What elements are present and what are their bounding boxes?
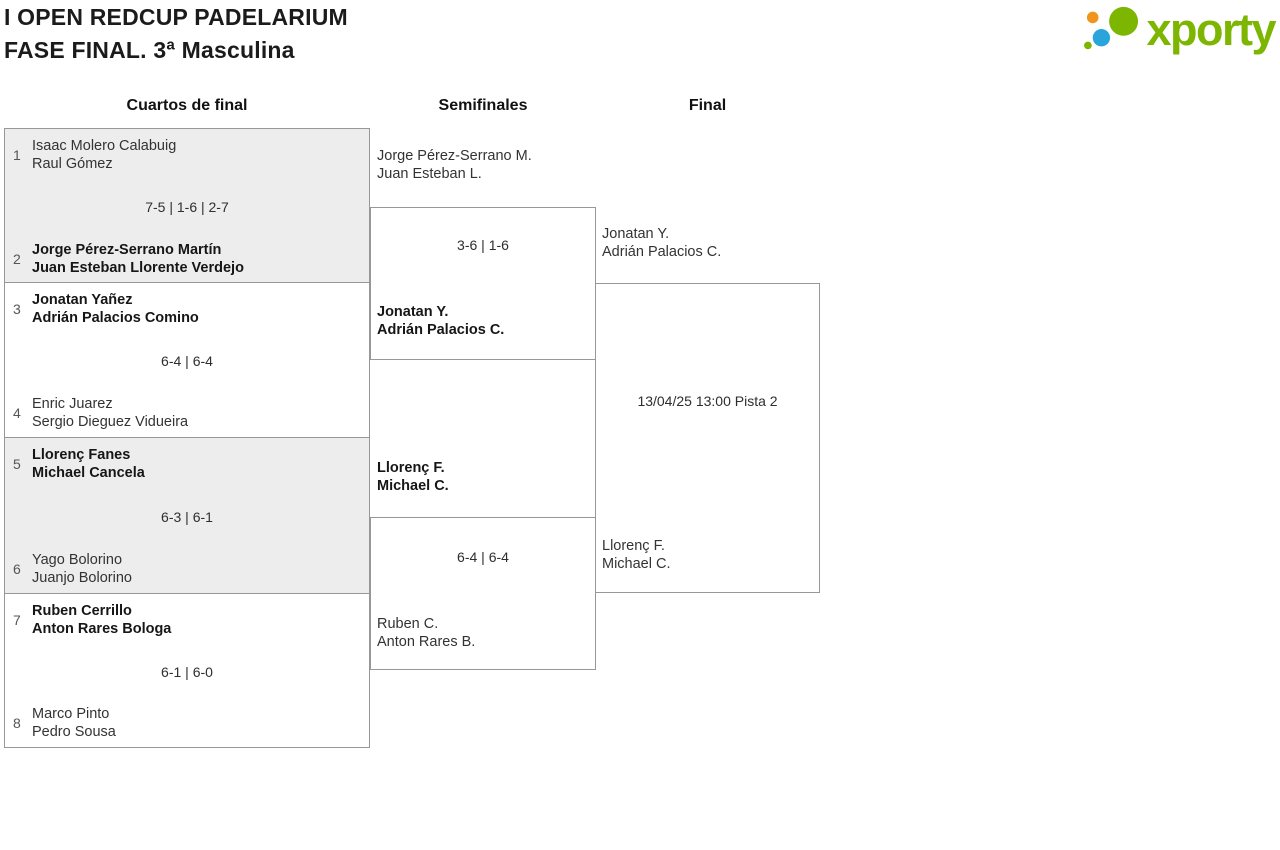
player-name: Jorge Pérez-Serrano M. xyxy=(377,148,532,164)
player-name: Jonatan Y. xyxy=(377,304,449,320)
round-header-quarterfinals: Cuartos de final xyxy=(126,97,248,114)
player-name: Sergio Dieguez Vidueira xyxy=(32,414,189,430)
final-match-info: 13/04/25 13:00 Pista 2 xyxy=(637,393,778,409)
logo-dot-green-large xyxy=(1109,6,1139,36)
player-name: Juanjo Bolorino xyxy=(32,570,132,586)
quarterfinal-match-4: 7 Ruben Cerrillo Anton Rares Bologa 6-1 … xyxy=(4,593,370,748)
player-name: Adrián Palacios C. xyxy=(602,244,722,260)
seed-number: 7 xyxy=(13,612,21,628)
player-name: Adrián Palacios C. xyxy=(377,322,505,338)
quarterfinal-match-2: 3 Jonatan Yañez Adrián Palacios Comino 6… xyxy=(4,282,370,438)
seed-number: 6 xyxy=(13,561,21,577)
player-name: Llorenç F. xyxy=(377,460,445,476)
player-name: Yago Bolorino xyxy=(32,552,123,568)
player-name: Jorge Pérez-Serrano Martín xyxy=(32,242,222,258)
player-name: Llorenç Fanes xyxy=(32,447,131,463)
match-score: 6-4 | 6-4 xyxy=(457,549,509,565)
match-score: 6-3 | 6-1 xyxy=(161,508,213,525)
team-entry: Jonatan Y. Adrián Palacios C. xyxy=(602,225,721,261)
player-name: Ruben Cerrillo xyxy=(32,603,132,619)
round-header-semifinals: Semifinales xyxy=(438,97,528,114)
team-entry: Llorenç F. Michael C. xyxy=(602,537,671,573)
xporty-wordmark: xporty xyxy=(1146,4,1276,55)
round-header-final: Final xyxy=(688,97,727,114)
player-name: Ruben C. xyxy=(377,616,439,632)
team-entry: Llorenç F. Michael C. xyxy=(377,459,449,495)
logo-dot-green-small xyxy=(1084,41,1093,50)
match-score: 6-4 | 6-4 xyxy=(161,353,213,369)
player-name: Juan Esteban Llorente Verdejo xyxy=(32,260,244,276)
seed-number: 4 xyxy=(13,405,21,421)
seed-number: 1 xyxy=(13,147,21,163)
player-name: Marco Pinto xyxy=(32,706,110,722)
match-score: 6-1 | 6-0 xyxy=(161,663,213,680)
page-title: I OPEN REDCUP PADELARIUM FASE FINAL. 3ª … xyxy=(4,1,348,67)
team-entry: 8 Marco Pinto Pedro Sousa xyxy=(5,705,369,741)
seed-number: 8 xyxy=(13,715,21,731)
match-score: 3-6 | 1-6 xyxy=(457,237,509,253)
team-entry: 6 Yago Bolorino Juanjo Bolorino xyxy=(5,551,369,587)
logo-dot-orange xyxy=(1087,11,1099,24)
team-entry: 2 Jorge Pérez-Serrano Martín Juan Esteba… xyxy=(5,241,369,277)
player-name: Pedro Sousa xyxy=(32,724,116,740)
xporty-logo-icon xyxy=(1084,6,1139,50)
final-match-box xyxy=(595,283,820,593)
player-name: Isaac Molero Calabuig xyxy=(32,138,177,154)
team-entry: Ruben C. Anton Rares B. xyxy=(377,615,475,651)
player-name: Michael Cancela xyxy=(32,465,145,481)
team-entry: 3 Jonatan Yañez Adrián Palacios Comino xyxy=(5,291,369,327)
player-name: Michael C. xyxy=(377,478,449,494)
player-name: Enric Juarez xyxy=(32,396,113,412)
player-name: Anton Rares Bologa xyxy=(32,621,172,637)
team-entry: 4 Enric Juarez Sergio Dieguez Vidueira xyxy=(5,395,369,431)
tournament-name: I OPEN REDCUP PADELARIUM xyxy=(4,4,348,30)
player-name: Raul Gómez xyxy=(32,156,113,172)
team-entry: Jorge Pérez-Serrano M. Juan Esteban L. xyxy=(377,147,532,183)
player-name: Michael C. xyxy=(602,556,671,572)
phase-category: FASE FINAL. 3ª Masculina xyxy=(4,37,295,63)
team-entry: 7 Ruben Cerrillo Anton Rares Bologa xyxy=(5,602,369,638)
quarterfinal-match-1: 1 Isaac Molero Calabuig Raul Gómez 7-5 |… xyxy=(4,128,370,284)
player-name: Anton Rares B. xyxy=(377,634,476,650)
player-name: Jonatan Yañez xyxy=(32,292,133,308)
seed-number: 2 xyxy=(13,251,21,267)
seed-number: 3 xyxy=(13,301,21,317)
xporty-logo[interactable]: xporty xyxy=(1081,3,1276,57)
logo-dot-blue xyxy=(1093,29,1111,47)
team-entry: 1 Isaac Molero Calabuig Raul Gómez xyxy=(5,137,369,173)
match-score: 7-5 | 1-6 | 2-7 xyxy=(145,199,229,215)
player-name: Jonatan Y. xyxy=(602,226,670,242)
player-name: Adrián Palacios Comino xyxy=(32,310,199,326)
team-entry: 5 Llorenç Fanes Michael Cancela xyxy=(5,446,369,482)
seed-number: 5 xyxy=(13,456,21,472)
quarterfinal-match-3: 5 Llorenç Fanes Michael Cancela 6-3 | 6-… xyxy=(4,437,370,594)
semifinal-match-2-box xyxy=(370,517,596,670)
player-name: Llorenç F. xyxy=(602,538,665,554)
player-name: Juan Esteban L. xyxy=(377,166,482,182)
team-entry: Jonatan Y. Adrián Palacios C. xyxy=(377,303,504,339)
